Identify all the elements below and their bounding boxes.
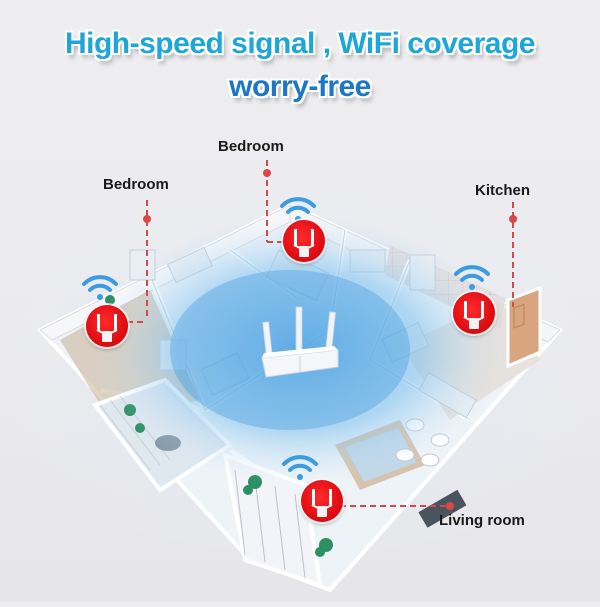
headline-line1: High-speed signal , WiFi coverage <box>64 27 536 60</box>
wifi-icon <box>282 455 318 480</box>
extender-badge-bedroom-top <box>283 220 325 262</box>
wifi-icon <box>82 275 118 300</box>
headline-line2: worry-free <box>229 70 371 103</box>
router-icon <box>261 306 339 378</box>
room-label-bedroom-top: Bedroom <box>218 138 284 155</box>
extender-badge-living-room <box>301 480 343 522</box>
wifi-extender-icon <box>463 301 485 329</box>
room-label-living-room: Living room <box>439 512 525 529</box>
wifi-extender-icon <box>293 229 315 257</box>
wifi-extender-icon <box>311 489 333 517</box>
extender-badge-bedroom-left <box>86 305 128 347</box>
wifi-icon <box>454 265 490 290</box>
room-label-kitchen: Kitchen <box>475 182 531 199</box>
extender-badge-kitchen <box>453 292 495 334</box>
room-label-bedroom-left: Bedroom <box>103 176 169 193</box>
wifi-extender-icon <box>96 314 118 342</box>
